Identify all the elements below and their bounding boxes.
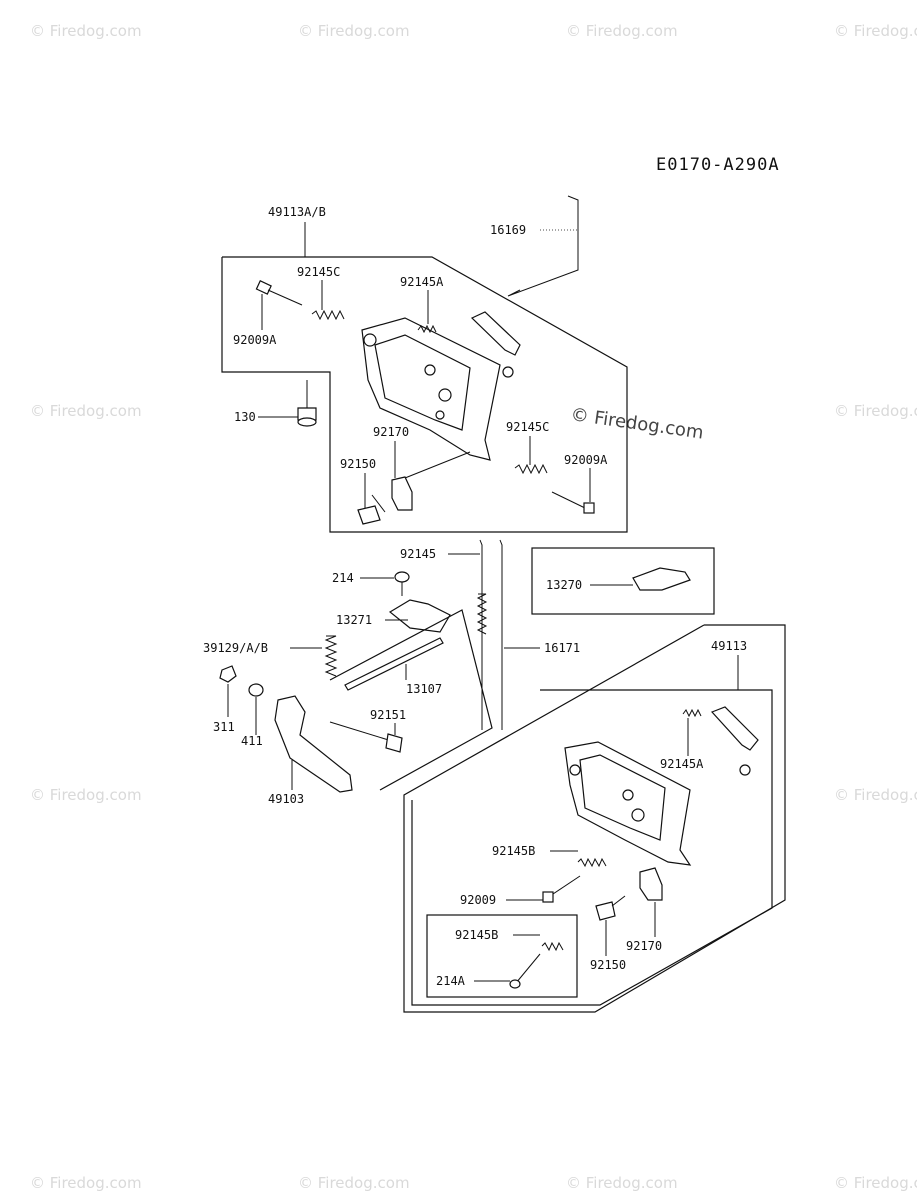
lower-inner-outline bbox=[411, 689, 773, 1006]
washer-411 bbox=[248, 683, 264, 697]
plate-hole bbox=[435, 410, 445, 420]
plate-hole bbox=[631, 808, 645, 822]
plate-hole bbox=[622, 789, 634, 801]
plate-pivot bbox=[569, 764, 581, 776]
plate-hole bbox=[438, 388, 452, 402]
spring-92145c-top bbox=[311, 309, 345, 321]
screw-214 bbox=[394, 571, 410, 596]
lever-nut bbox=[502, 366, 514, 378]
label-92145c-mid: 92145C bbox=[506, 420, 549, 434]
watermark: © Firedog.com bbox=[30, 786, 142, 804]
bolt-92009a-left bbox=[255, 280, 303, 306]
watermark: © Firedog.com bbox=[834, 786, 917, 804]
bracket-13270 bbox=[632, 567, 691, 591]
label-92150-top: 92150 bbox=[340, 457, 376, 471]
watermark: © Firedog.com bbox=[30, 402, 142, 420]
screw-214a bbox=[509, 953, 541, 989]
watermark: © Firedog.com bbox=[30, 1174, 142, 1192]
spring-92145a-top bbox=[417, 324, 437, 334]
watermark: © Firedog.com bbox=[834, 402, 917, 420]
lower-assembly: 49113 92145A 92145B 92009 92170 bbox=[403, 624, 786, 1013]
label-13271: 13271 bbox=[336, 613, 372, 627]
label-92145b-box: 92145B bbox=[455, 928, 498, 942]
label-92145b-top: 92145B bbox=[492, 844, 535, 858]
label-49103: 49103 bbox=[268, 792, 304, 806]
clip-92170-bot bbox=[639, 867, 663, 901]
label-13270: 13270 bbox=[546, 578, 582, 592]
label-16169: 16169 bbox=[490, 223, 526, 237]
watermark: © Firedog.com bbox=[566, 1174, 678, 1192]
label-214: 214 bbox=[332, 571, 354, 585]
watermark-center: © Firedog.com bbox=[569, 404, 704, 443]
label-92145c-top: 92145C bbox=[297, 265, 340, 279]
bolt-130 bbox=[297, 380, 317, 427]
bolt-92150-bot bbox=[595, 895, 626, 921]
plate-hole bbox=[424, 364, 436, 376]
bolt-92009 bbox=[542, 875, 581, 903]
lever-arm bbox=[470, 311, 521, 356]
lower-plate-face bbox=[579, 754, 666, 841]
label-92145a-top: 92145A bbox=[400, 275, 444, 289]
watermark: © Firedog.com bbox=[566, 22, 678, 40]
label-411: 411 bbox=[241, 734, 263, 748]
bolt-92151 bbox=[329, 721, 403, 753]
watermark: © Firedog.com bbox=[298, 1174, 410, 1192]
diagram-code: E0170-A290A bbox=[656, 155, 780, 175]
label-92170-bot: 92170 bbox=[626, 939, 662, 953]
lower-outer-outline bbox=[403, 624, 786, 1013]
spring-92145c-mid bbox=[514, 463, 548, 475]
watermark: © Firedog.com bbox=[30, 22, 142, 40]
middle-section: 13270 92145 16171 214 13271 13107 39129/… bbox=[203, 539, 715, 806]
label-39129: 39129/A/B bbox=[203, 641, 268, 655]
lower-lever-arm bbox=[710, 706, 759, 751]
label-214a: 214A bbox=[436, 974, 466, 988]
upper-assembly-outline bbox=[221, 256, 628, 533]
leader-line bbox=[404, 451, 471, 479]
box-92145b-214a bbox=[426, 914, 578, 998]
upper-labels: 49113A/B 16169 92145C 92145A 92009A 130 … bbox=[233, 205, 608, 508]
spring-92145 bbox=[476, 593, 488, 635]
watermark: © Firedog.com bbox=[298, 22, 410, 40]
lower-lever-nut bbox=[739, 764, 751, 776]
label-92150-bot: 92150 bbox=[590, 958, 626, 972]
clip-92170 bbox=[391, 476, 413, 511]
watermark: © Firedog.com bbox=[834, 22, 917, 40]
label-13107: 13107 bbox=[406, 682, 442, 696]
label-92145: 92145 bbox=[400, 547, 436, 561]
plate-face bbox=[374, 334, 471, 431]
label-16171: 16171 bbox=[544, 641, 580, 655]
label-311: 311 bbox=[213, 720, 235, 734]
spring-92145a-bot bbox=[682, 708, 702, 718]
bolt-92150-top bbox=[357, 494, 386, 525]
label-49113: 49113 bbox=[711, 639, 747, 653]
watermark-layer: © Firedog.com © Firedog.com © Firedog.co… bbox=[30, 22, 917, 1192]
label-92009a-right: 92009A bbox=[564, 453, 608, 467]
label-130: 130 bbox=[234, 410, 256, 424]
shaft-13107 bbox=[344, 637, 444, 691]
label-49113ab: 49113A/B bbox=[268, 205, 326, 219]
middle-outline bbox=[329, 609, 493, 791]
plate-pivot bbox=[363, 333, 377, 347]
label-92170-top: 92170 bbox=[373, 425, 409, 439]
spring-92145b bbox=[577, 857, 607, 868]
rod-92145 bbox=[479, 539, 483, 730]
rod-16171 bbox=[499, 539, 503, 730]
lever-49103 bbox=[274, 695, 353, 793]
box-13270 bbox=[531, 547, 715, 615]
spring-92145b-box bbox=[541, 941, 564, 952]
watermark: © Firedog.com bbox=[834, 1174, 917, 1192]
upper-assembly bbox=[221, 222, 628, 533]
bracket-13271 bbox=[388, 599, 451, 633]
label-92009: 92009 bbox=[460, 893, 496, 907]
spring-39129 bbox=[324, 635, 338, 677]
label-92009a-left: 92009A bbox=[233, 333, 277, 347]
bolt-92009a-right bbox=[551, 491, 595, 514]
label-92145a-bot: 92145A bbox=[660, 757, 704, 771]
label-92151: 92151 bbox=[370, 708, 406, 722]
nut-311 bbox=[219, 665, 237, 683]
rod-16169 bbox=[507, 195, 579, 297]
